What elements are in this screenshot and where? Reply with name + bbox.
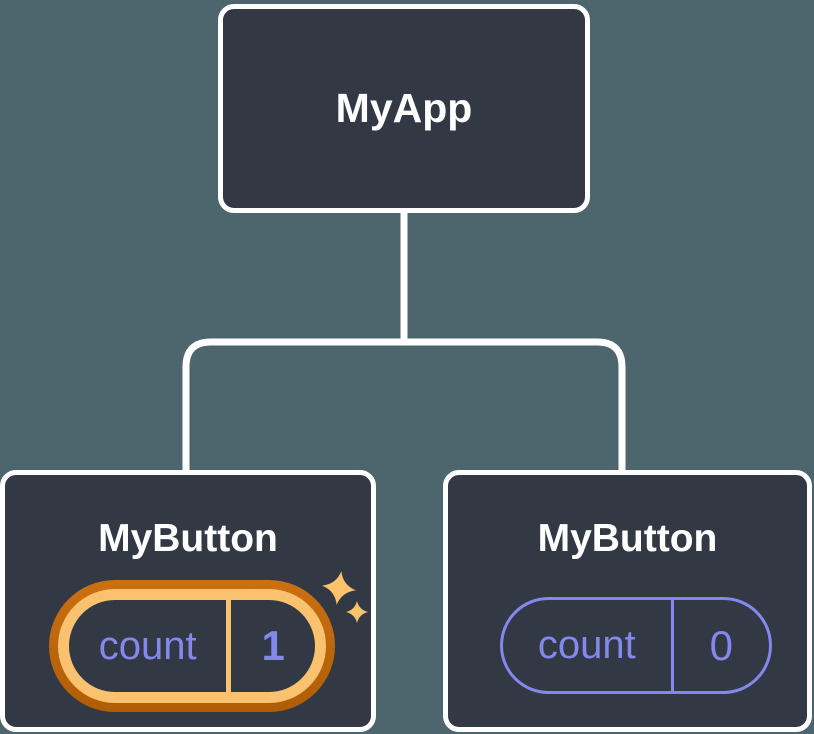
- root-node-label: MyApp: [335, 85, 473, 131]
- state-value: 1: [261, 622, 285, 669]
- state-key-label: count: [537, 623, 636, 667]
- sparkles-icon: [322, 571, 368, 623]
- state-pill-highlighted: count 1: [49, 580, 335, 712]
- state-pill-body: count 1: [69, 600, 315, 692]
- state-key-label: count: [98, 623, 197, 668]
- state-pill-plain: count 0: [500, 597, 772, 694]
- state-pill-inner-ring: count 1: [58, 589, 326, 703]
- root-node-myapp: MyApp: [218, 4, 590, 213]
- state-pill-divider: [226, 600, 232, 692]
- state-pill-divider: [670, 600, 674, 691]
- child-node-mybutton-right: MyButton count 0: [443, 470, 812, 732]
- child-node-mybutton-left: MyButton count 1: [0, 470, 376, 732]
- child-node-label: MyButton: [537, 517, 718, 560]
- child-node-label: MyButton: [98, 517, 278, 560]
- state-value: 0: [709, 621, 733, 669]
